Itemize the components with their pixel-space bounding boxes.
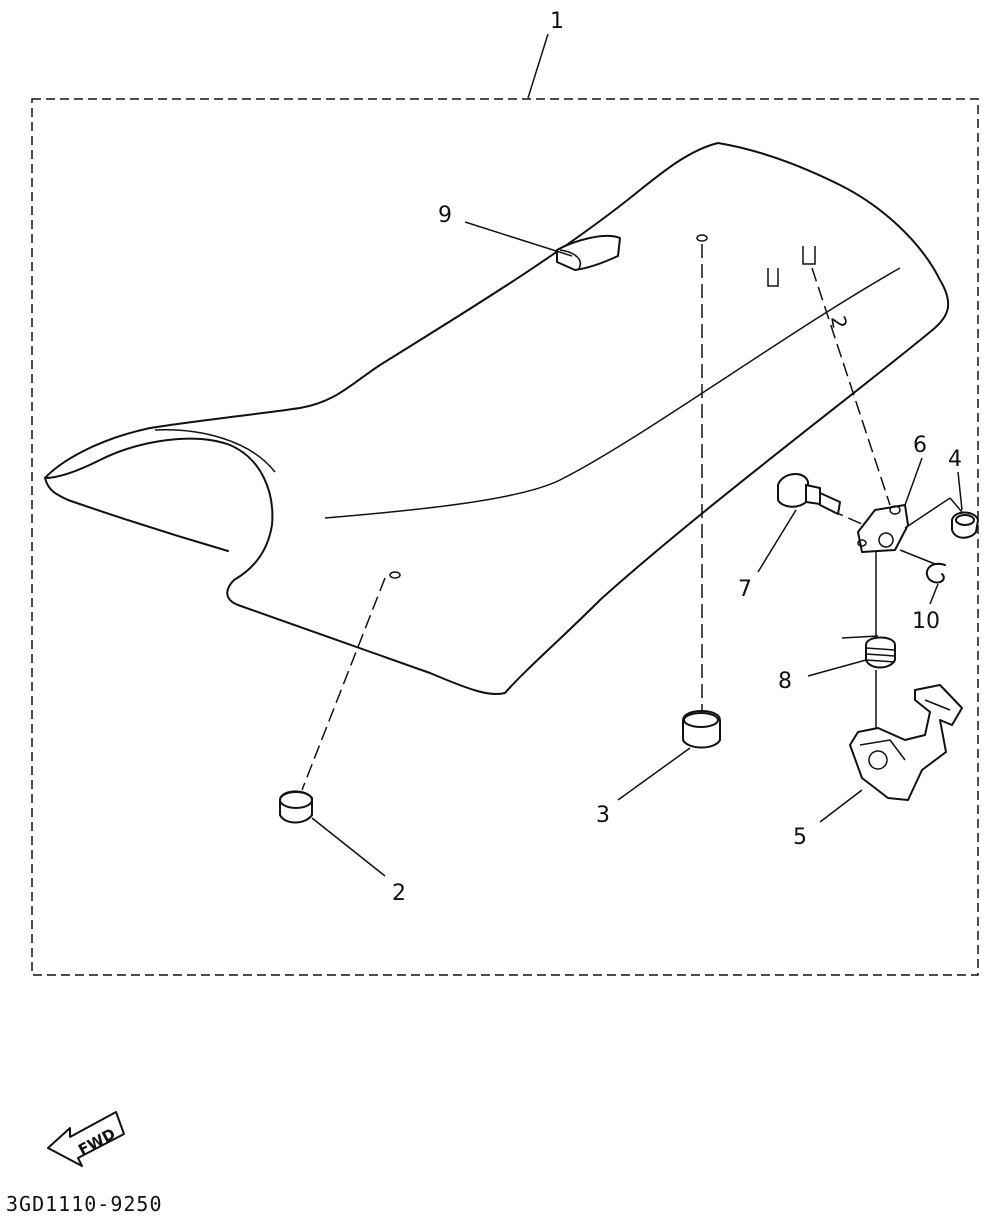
callout-6: 6: [913, 433, 927, 458]
callout-2: 2: [392, 881, 406, 906]
callout-8: 8: [778, 669, 792, 694]
leader-9: [464, 221, 573, 257]
leader-10: [929, 583, 939, 605]
assembly-boundary: [31, 98, 979, 976]
fwd-arrow-icon: FWD: [47, 1111, 125, 1167]
leader-4: [957, 471, 963, 511]
drawing-number: 3GD1110-9250: [6, 1192, 163, 1216]
leader-8: [807, 659, 867, 677]
dash-line-seat-bracket: [811, 267, 891, 506]
leader-4b: [904, 497, 951, 529]
damper-3: [682, 710, 721, 749]
lock-lever-5: [849, 684, 963, 801]
seat: 2: [44, 142, 950, 696]
seat-catch-9: [556, 234, 621, 271]
callout-9: 9: [438, 203, 452, 228]
leader-6: [904, 457, 923, 506]
damper-2: [279, 790, 313, 824]
leader-10a: [899, 549, 936, 565]
callout-4: 4: [948, 447, 962, 472]
leader-7: [757, 509, 797, 573]
callout-5: 5: [793, 825, 807, 850]
bolt-7: [777, 473, 841, 515]
leader-3: [617, 747, 691, 801]
seat-mark-label: 2: [826, 314, 852, 331]
callout-10: 10: [912, 609, 940, 634]
dash-line-2: [301, 577, 386, 791]
callout-3: 3: [596, 803, 610, 828]
callout-1: 1: [550, 9, 564, 34]
leader-1: [527, 33, 549, 99]
callout-7: 7: [738, 577, 752, 602]
leader-4c: [949, 497, 963, 513]
leader-2: [311, 817, 386, 877]
clip-10: [925, 562, 946, 584]
spring-8: [841, 635, 896, 669]
grommet-4: [951, 511, 979, 539]
leader-5: [819, 789, 863, 823]
bracket-6: [857, 504, 909, 553]
